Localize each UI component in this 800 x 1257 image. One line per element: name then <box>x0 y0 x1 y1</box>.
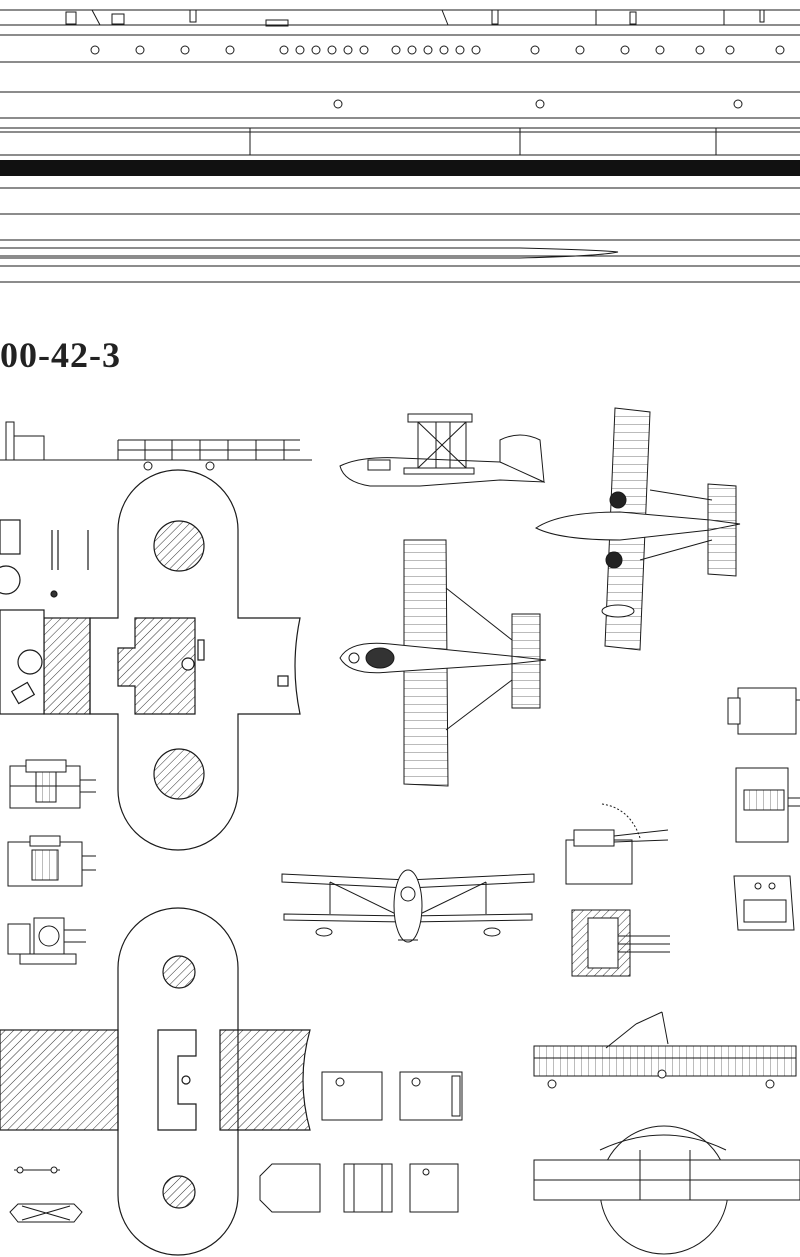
waterline-band <box>0 160 800 176</box>
sheet-title: 00-42-3 <box>0 335 121 375</box>
turret-details-right <box>727 687 800 931</box>
aa-gun-details <box>565 803 670 977</box>
hull-elevation <box>0 9 800 156</box>
seaplane-side-view <box>339 413 546 487</box>
deck-plan-lower <box>0 907 311 1256</box>
seaplane-plan-view-right <box>535 407 741 651</box>
detail-boxes <box>259 1071 463 1213</box>
catapult-crane <box>533 1011 800 1255</box>
lower-hull-lines <box>0 187 800 283</box>
porthole-row <box>90 45 785 109</box>
seaplane-front-view <box>281 869 535 943</box>
seaplane-plan-view-center <box>339 539 547 787</box>
gun-mount-details-left <box>7 759 96 1223</box>
deck-plan-upper <box>0 469 301 851</box>
deck-rail-elevation <box>0 421 312 471</box>
